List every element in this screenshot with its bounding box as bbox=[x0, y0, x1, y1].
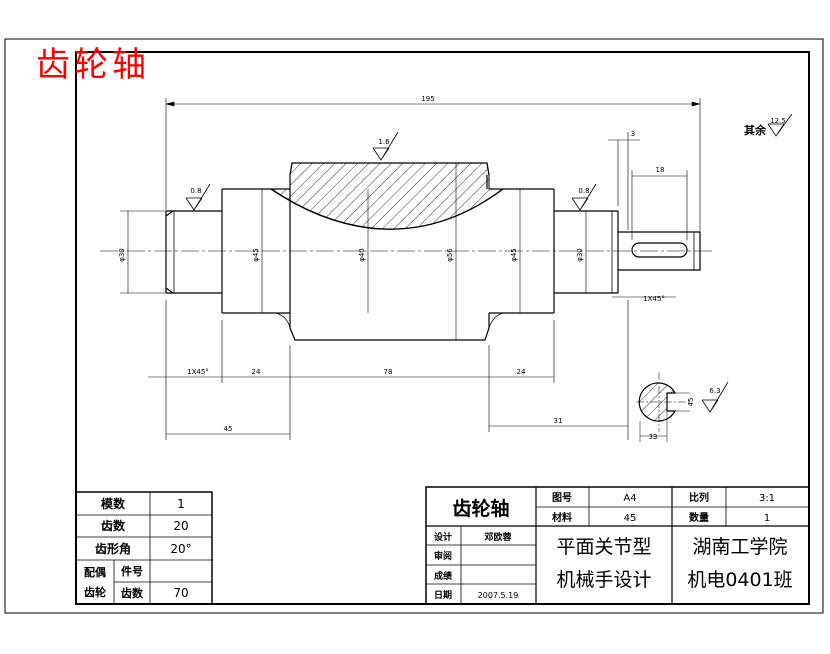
tb-scale-label: 比列 bbox=[689, 491, 709, 504]
dim-chamfer-left: 1X45° bbox=[187, 368, 209, 376]
ra-key: 6.3 bbox=[709, 387, 720, 395]
dim-len-gear: 78 bbox=[384, 368, 393, 376]
gear-section bbox=[269, 162, 505, 230]
tb-class: 机电0401班 bbox=[687, 569, 792, 591]
dim-left-journal-dia: φ30 bbox=[118, 248, 126, 262]
dim-tip-dia: φ56 bbox=[446, 248, 454, 262]
param-value-teeth: 20 bbox=[173, 519, 188, 533]
dimension-labels: 195 φ30 φ45 φ40 φ56 φ45 φ30 1X45° 24 78 … bbox=[118, 95, 695, 441]
title-block bbox=[425, 486, 810, 605]
dim-chamfer-right: 1X45° bbox=[643, 295, 665, 303]
dim-keyway-length: 18 bbox=[656, 166, 665, 174]
ra-left-journal: 0.8 bbox=[190, 187, 201, 195]
ra-other: 12.5 bbox=[770, 117, 786, 125]
dim-len-shoulder-left: 24 bbox=[252, 368, 261, 376]
tb-qty-value: 1 bbox=[764, 513, 770, 524]
surface-finish-symbols bbox=[185, 113, 793, 413]
keyway-section-view bbox=[636, 372, 690, 442]
dim-len-shoulder-right: 24 bbox=[517, 368, 526, 376]
dim-shoulder-dia-left: φ45 bbox=[252, 248, 260, 262]
roughness-symbol-key bbox=[701, 381, 729, 413]
dim-len-left-total: 45 bbox=[224, 425, 233, 433]
pair-teeth-label: 齿数 bbox=[121, 586, 144, 600]
tb-material-value: 45 bbox=[624, 513, 637, 524]
tb-school: 湖南工学院 bbox=[692, 536, 787, 558]
pair-label-b: 齿轮 bbox=[84, 585, 106, 599]
tb-design-label: 设计 bbox=[434, 531, 452, 543]
tb-review-label: 审阅 bbox=[434, 550, 452, 562]
gear-param-table bbox=[75, 491, 213, 605]
tb-scale-value: 3:1 bbox=[759, 493, 775, 504]
param-value-module: 1 bbox=[177, 497, 185, 511]
tb-designer: 邓欧蓉 bbox=[484, 531, 512, 543]
ra-right-journal: 0.8 bbox=[578, 187, 589, 195]
tb-drawing-no-value: A4 bbox=[623, 493, 636, 504]
tb-drawing-no-label: 图号 bbox=[552, 492, 572, 504]
roughness-symbol-left bbox=[185, 183, 211, 211]
roughness-symbol-other bbox=[767, 113, 793, 137]
tb-material-label: 材料 bbox=[552, 511, 572, 524]
tb-qty-label: 数量 bbox=[689, 511, 709, 524]
tb-part-name: 齿轮轴 bbox=[452, 497, 509, 520]
other-surfaces-label: 其余 bbox=[744, 123, 767, 137]
overlay-title: 齿轮轴 bbox=[36, 45, 150, 85]
dim-overall-length: 195 bbox=[421, 95, 434, 103]
key-end bbox=[618, 231, 701, 271]
dim-keyway-offset: 3 bbox=[631, 130, 635, 138]
dim-shoulder-dia-right: φ45 bbox=[510, 248, 518, 262]
tb-project-line2: 机械手设计 bbox=[556, 569, 651, 591]
dim-len-right-total: 31 bbox=[554, 417, 563, 425]
dim-key-width: 33 bbox=[649, 433, 658, 441]
ra-collar: 1.6 bbox=[378, 138, 390, 146]
left-journal bbox=[165, 210, 222, 294]
tb-date-label: 日期 bbox=[434, 589, 452, 601]
tb-date-value: 2007.5.19 bbox=[478, 591, 519, 600]
dim-root-dia: φ40 bbox=[358, 248, 366, 262]
pair-teeth-value: 70 bbox=[173, 586, 188, 600]
outer-border bbox=[4, 38, 824, 614]
param-label-module: 模数 bbox=[101, 496, 126, 511]
part-no-label: 件号 bbox=[121, 564, 143, 578]
dimensions bbox=[120, 98, 701, 440]
dim-key-depth: 45 bbox=[687, 398, 695, 407]
pair-label-a: 配偶 bbox=[84, 565, 106, 579]
shaft-drawing bbox=[100, 162, 715, 341]
param-label-teeth: 齿数 bbox=[101, 518, 126, 533]
param-label-pressure-angle: 齿形角 bbox=[95, 541, 131, 556]
tb-grade-label: 成绩 bbox=[434, 570, 452, 582]
dim-right-journal-dia: φ30 bbox=[576, 248, 584, 262]
roughness-symbol-collar bbox=[372, 131, 399, 161]
tb-project-line1: 平面关节型 bbox=[556, 536, 651, 558]
param-value-pressure-angle: 20° bbox=[170, 542, 191, 556]
keyway bbox=[631, 242, 688, 258]
left-chamfer bbox=[165, 210, 174, 294]
roughness-symbol-right bbox=[571, 183, 597, 211]
